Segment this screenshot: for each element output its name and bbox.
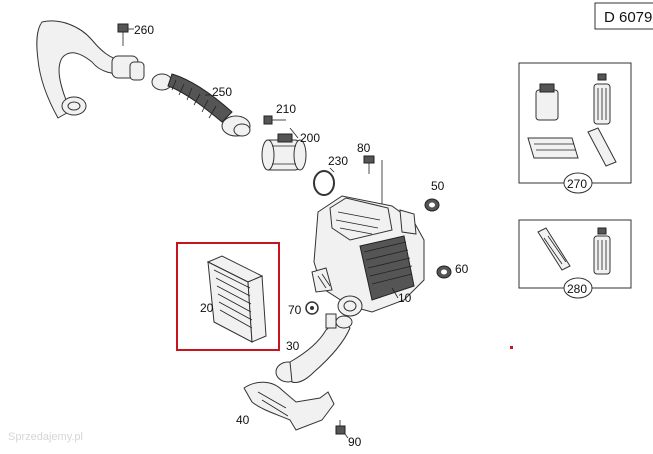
air-mass-sensor — [261, 133, 307, 171]
callout-230: 230 — [328, 154, 348, 168]
callout-10: 10 — [398, 291, 412, 305]
rivet-70 — [305, 301, 319, 315]
o-ring-230 — [313, 170, 335, 196]
callout-20: 20 — [200, 301, 214, 315]
diagram-code-box: D 6079 — [594, 2, 653, 30]
callout-70: 70 — [288, 303, 302, 317]
callout-260: 260 — [134, 23, 154, 37]
callout-200: 200 — [300, 131, 320, 145]
filter-element-highlight — [176, 242, 280, 351]
callout-250: 250 — [212, 85, 232, 99]
callout-40: 40 — [236, 413, 250, 427]
callout-210: 210 — [276, 102, 296, 116]
grommet-60 — [436, 265, 452, 279]
air-filter-housing — [311, 195, 425, 317]
callout-90: 90 — [348, 435, 362, 449]
clamp-screw-260 — [117, 23, 129, 46]
intake-pipe — [36, 20, 145, 119]
clip-50 — [424, 198, 440, 212]
kit-box-270: 270 — [518, 62, 632, 194]
callout-60: 60 — [455, 262, 469, 276]
kit-box-280: 280 — [518, 219, 632, 299]
kit-label-280: 280 — [567, 282, 587, 296]
screw-90 — [335, 420, 349, 439]
screw-210 — [263, 115, 286, 125]
diagram-code: D 6079 — [604, 9, 652, 26]
intake-duct-30 — [275, 313, 353, 383]
kit-label-270: 270 — [567, 177, 587, 191]
red-marker — [510, 346, 513, 349]
callout-30: 30 — [286, 339, 300, 353]
callout-50: 50 — [431, 179, 445, 193]
corrugated-hose — [151, 73, 251, 137]
bracket-40 — [243, 381, 335, 431]
watermark: Sprzedajemy.pl — [8, 431, 83, 443]
callout-80: 80 — [357, 141, 371, 155]
